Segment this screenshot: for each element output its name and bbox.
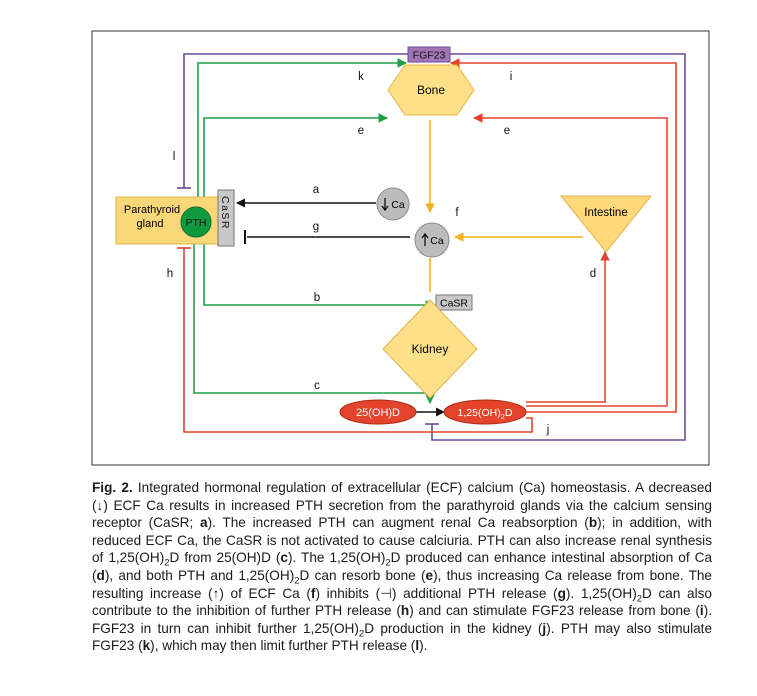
intestine-node [559, 195, 653, 253]
bone-label: Bone [417, 83, 445, 97]
label-d: d [590, 268, 596, 280]
caption-text: ). The 1,25(OH) [287, 550, 386, 566]
label-h: h [167, 268, 173, 280]
fgf23-label: FGF23 [413, 50, 446, 62]
label-a: a [313, 184, 320, 196]
vitamin-d-25-node [339, 399, 417, 425]
parathyroid-label-line1: Parathyroid [124, 204, 180, 216]
black-pathways [236, 198, 445, 417]
caption-ref: i [699, 603, 704, 619]
caption-text: ). FGF23 in turn can inhibit further 1,2… [92, 603, 712, 636]
increased-ca-label: Ca [430, 235, 444, 247]
caption-sub: 2 [385, 558, 391, 570]
caption-sub: 2 [358, 628, 365, 640]
caption-text: D from 25(OH)D ( [169, 550, 281, 566]
pathway-letters: k i e e l a f g h d b c j [167, 71, 596, 436]
red-pathways [177, 58, 677, 433]
calcium-homeostasis-diagram: FGF23 Bone Parathyroid gland PTH CaSR Ca… [91, 30, 710, 466]
label-l: l [173, 151, 176, 163]
caption-text: ). PTH may also stimulate FGF23 ( [92, 620, 713, 654]
parathyroid-label-line2: gland [137, 218, 164, 230]
caption-text: D production in the kidney ( [364, 620, 543, 636]
caption-text: D can resorb bone ( [299, 567, 426, 583]
label-g: g [313, 221, 319, 233]
caption-ref: c [280, 550, 288, 566]
figure-label: Fig. 2. [92, 480, 133, 495]
kidney-label: Kidney [412, 342, 449, 356]
decreased-ca-node [376, 187, 410, 221]
label-k: k [358, 71, 364, 83]
caption-ref: f [310, 585, 316, 601]
label-c: c [314, 380, 320, 392]
bone-node [387, 64, 475, 116]
intestine-label: Intestine [584, 207, 627, 219]
up-arrow-icon [421, 232, 429, 246]
vitamin-d-125-node [443, 399, 527, 425]
label-e-right: e [504, 125, 510, 137]
label-j: j [546, 424, 550, 436]
pth-label: PTH [186, 217, 207, 229]
label-e-left: e [358, 125, 364, 137]
casr-kidney-box [435, 294, 473, 311]
caption-ref: e [425, 567, 434, 583]
caption-text: ). [419, 638, 428, 654]
caption-sub: 2 [294, 575, 300, 587]
label-i: i [510, 71, 513, 83]
caption-ref: h [400, 603, 410, 619]
kidney-node [382, 299, 478, 399]
caption-sub: 2 [164, 558, 170, 570]
caption-ref: k [142, 638, 151, 654]
caption-text: ); in addition, with reduced ECF Ca, the… [92, 515, 712, 566]
purple-pathways [177, 53, 686, 441]
caption-text: D can also contribute to the inhibition … [92, 585, 712, 619]
down-arrow-icon [381, 198, 389, 212]
vitamin-d-125-label: 1,25(OH)2D [458, 407, 513, 421]
figure-caption: Fig. 2. Integrated hormonal regulation o… [92, 479, 712, 655]
increased-ca-node [414, 222, 450, 258]
casr-parathyroid-label: CaSR [219, 196, 231, 230]
decreased-ca-label: Ca [391, 199, 405, 211]
caption-ref: j [542, 620, 547, 636]
caption-text: ). 1,25(OH) [565, 585, 637, 601]
caption-text: ). The increased PTH can augment renal C… [207, 515, 589, 531]
vitamin-d-25-label: 25(OH)D [356, 407, 400, 419]
casr-parathyroid-box [217, 189, 235, 247]
caption-text: ) and can stimulate FGF23 release from b… [409, 603, 700, 619]
figure-frame [91, 30, 710, 466]
caption-sub: 2 [636, 593, 643, 605]
casr-kidney-label: CaSR [440, 298, 468, 310]
caption-ref: b [588, 515, 598, 531]
caption-text: ) inhibits (⊣) additional PTH release ( [315, 585, 558, 601]
caption-ref: l [415, 638, 420, 654]
label-b: b [314, 292, 320, 304]
caption-ref: d [96, 567, 105, 583]
caption-ref: a [200, 515, 208, 531]
caption-text: ), which may then limit further PTH rele… [150, 638, 416, 654]
fgf23-box [407, 46, 451, 63]
caption-ref: g [557, 585, 566, 601]
label-f: f [455, 207, 459, 219]
caption-text: Integrated hormonal regulation of extrac… [92, 480, 712, 531]
caption-text: D produced can enhance intestinal absorp… [92, 550, 713, 583]
orange-pathways [425, 120, 583, 292]
caption-text: ), and both PTH and 1,25(OH) [104, 567, 295, 583]
pth-node [180, 206, 212, 238]
caption-text: ), thus increasing Ca release from bone.… [92, 567, 712, 601]
